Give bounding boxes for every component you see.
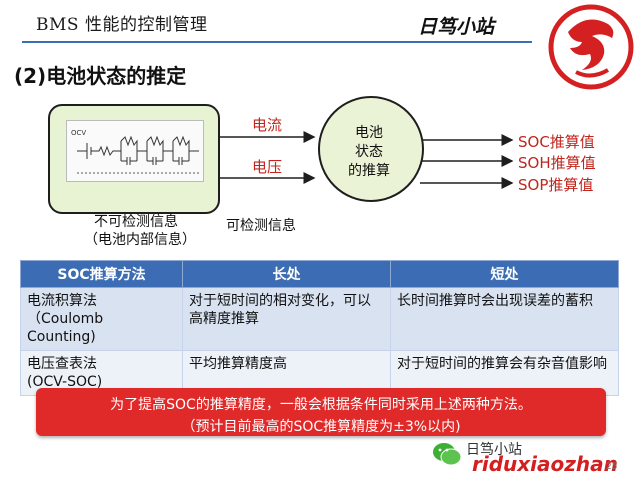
soc-method-table: SOC推算方法 长处 短处 电流积算法 （Coulomb Counting) 对…: [20, 260, 619, 396]
sop-output-label: SOP推算值: [518, 176, 594, 194]
advantage-cell: 对于短时间的相对变化，可以高精度推算: [182, 287, 391, 351]
battery-label-line-3: 的推算: [348, 163, 390, 179]
slide-title: BMS 性能的控制管理: [36, 15, 208, 35]
equivalent-circuit-image: OCV: [66, 120, 204, 182]
title-underline: [22, 41, 532, 43]
soh-output-label: SOH推算值: [518, 154, 596, 172]
voltage-label: 电压: [252, 158, 283, 176]
section-heading: (2)电池状态的推定: [14, 64, 187, 88]
battery-label-line-1: 电池: [355, 125, 383, 141]
brand-logo: [548, 4, 634, 90]
watermark-name: 日笃小站: [466, 442, 522, 458]
brand-name: 日笃小站: [418, 16, 495, 38]
wechat-icon: [433, 443, 462, 466]
banner-line-1: 为了提高SOC的推算精度，一般会根据条件同时采用上述两种方法。: [110, 397, 532, 413]
method-cell: 电流积算法 （Coulomb Counting): [20, 287, 183, 351]
undetectable-caption-sub: （电池内部信息）: [84, 232, 196, 248]
table-row: 电流积算法 （Coulomb Counting) 对于短时间的相对变化，可以高精…: [20, 287, 619, 351]
current-label: 电流: [252, 116, 283, 134]
header-method: SOC推算方法: [20, 260, 183, 288]
undetectable-caption: 不可检测信息: [94, 214, 178, 230]
page-number: 25: [606, 462, 618, 472]
disadvantage-cell: 长时间推算时会出现误差的蓄积: [390, 287, 619, 351]
detectable-caption: 可检测信息: [226, 218, 296, 234]
circuit-ocv-label: OCV: [71, 129, 86, 137]
battery-state-label: 电池 状态 的推算: [318, 124, 420, 181]
header-advantages: 长处: [182, 260, 391, 288]
header-disadvantages: 短处: [390, 260, 619, 288]
flow-arrows: [218, 131, 514, 189]
battery-state-estimation-node: [318, 96, 424, 202]
battery-label-line-2: 状态: [355, 144, 383, 160]
banner-line-2: （预计目前最高的SOC推算精度为±3%以内): [181, 419, 461, 435]
soc-output-label: SOC推算值: [518, 133, 595, 151]
summary-banner: 为了提高SOC的推算精度，一般会根据条件同时采用上述两种方法。 （预计目前最高的…: [36, 388, 606, 436]
site-name: riduxiaozhan: [472, 452, 618, 476]
